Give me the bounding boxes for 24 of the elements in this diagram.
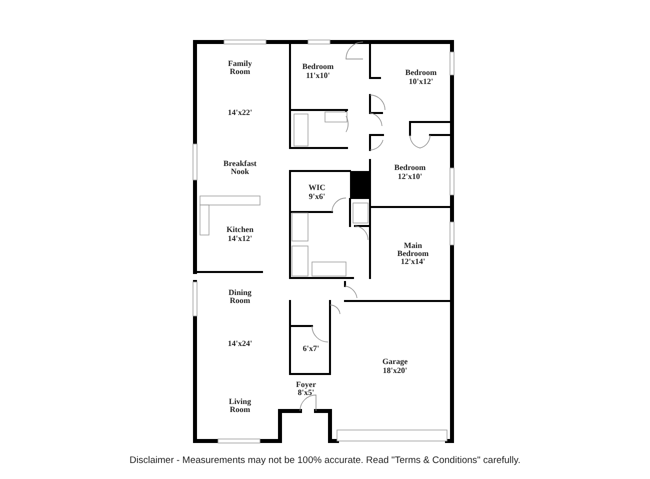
room-label: 9'x6': [308, 193, 326, 201]
room-label: Family Room: [227, 60, 253, 76]
room-label: 14'x24': [226, 340, 254, 348]
room-label: Main Bedroom: [396, 242, 430, 258]
room-label: 8'x5': [298, 389, 314, 397]
room-label: Bedroom: [404, 69, 438, 77]
room-label: 14'x12': [226, 235, 254, 243]
room-label: Foyer: [295, 381, 317, 389]
room-label: 12'x14': [400, 258, 426, 266]
room-label: WIC: [308, 184, 326, 192]
room-label: 14'x22': [226, 109, 254, 117]
room-label: Living Room: [228, 398, 252, 414]
room-label: 10'x12': [408, 78, 434, 86]
room-label: 6'x7': [302, 345, 320, 353]
disclaimer-caption: Disclaimer - Measurements may not be 100% accurate. Read "Terms & Conditions" carefully.: [128, 455, 522, 466]
room-label: 18'x20': [382, 367, 408, 375]
room-label: Dining Room: [227, 289, 253, 305]
room-label: Breakfast Nook: [222, 160, 258, 176]
room-label: 11'x10': [304, 72, 331, 80]
room-label: Bedroom: [301, 63, 335, 71]
room-label: Kitchen: [225, 226, 255, 234]
room-label: Bedroom: [393, 164, 427, 172]
room-label: 12'x10': [396, 173, 424, 181]
room-label: Garage: [381, 358, 409, 366]
